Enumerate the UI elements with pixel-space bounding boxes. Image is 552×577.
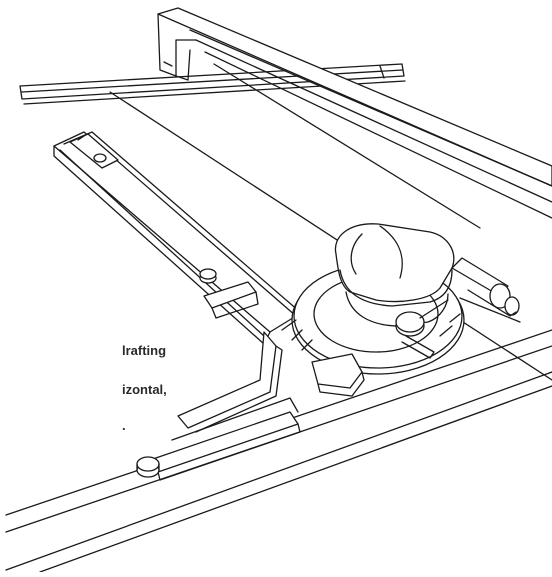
control-knob <box>335 224 453 326</box>
vertical-carriage-arm <box>158 8 552 228</box>
caption-line-2: izontal, <box>122 382 167 397</box>
caption-line-1: lrafting <box>122 343 167 358</box>
lock-lever <box>396 300 448 358</box>
adjustment-screw <box>452 258 520 322</box>
bottom-scale-ruler <box>137 332 300 480</box>
left-scale-ruler <box>54 132 300 344</box>
caption-line-3: . <box>122 418 126 433</box>
